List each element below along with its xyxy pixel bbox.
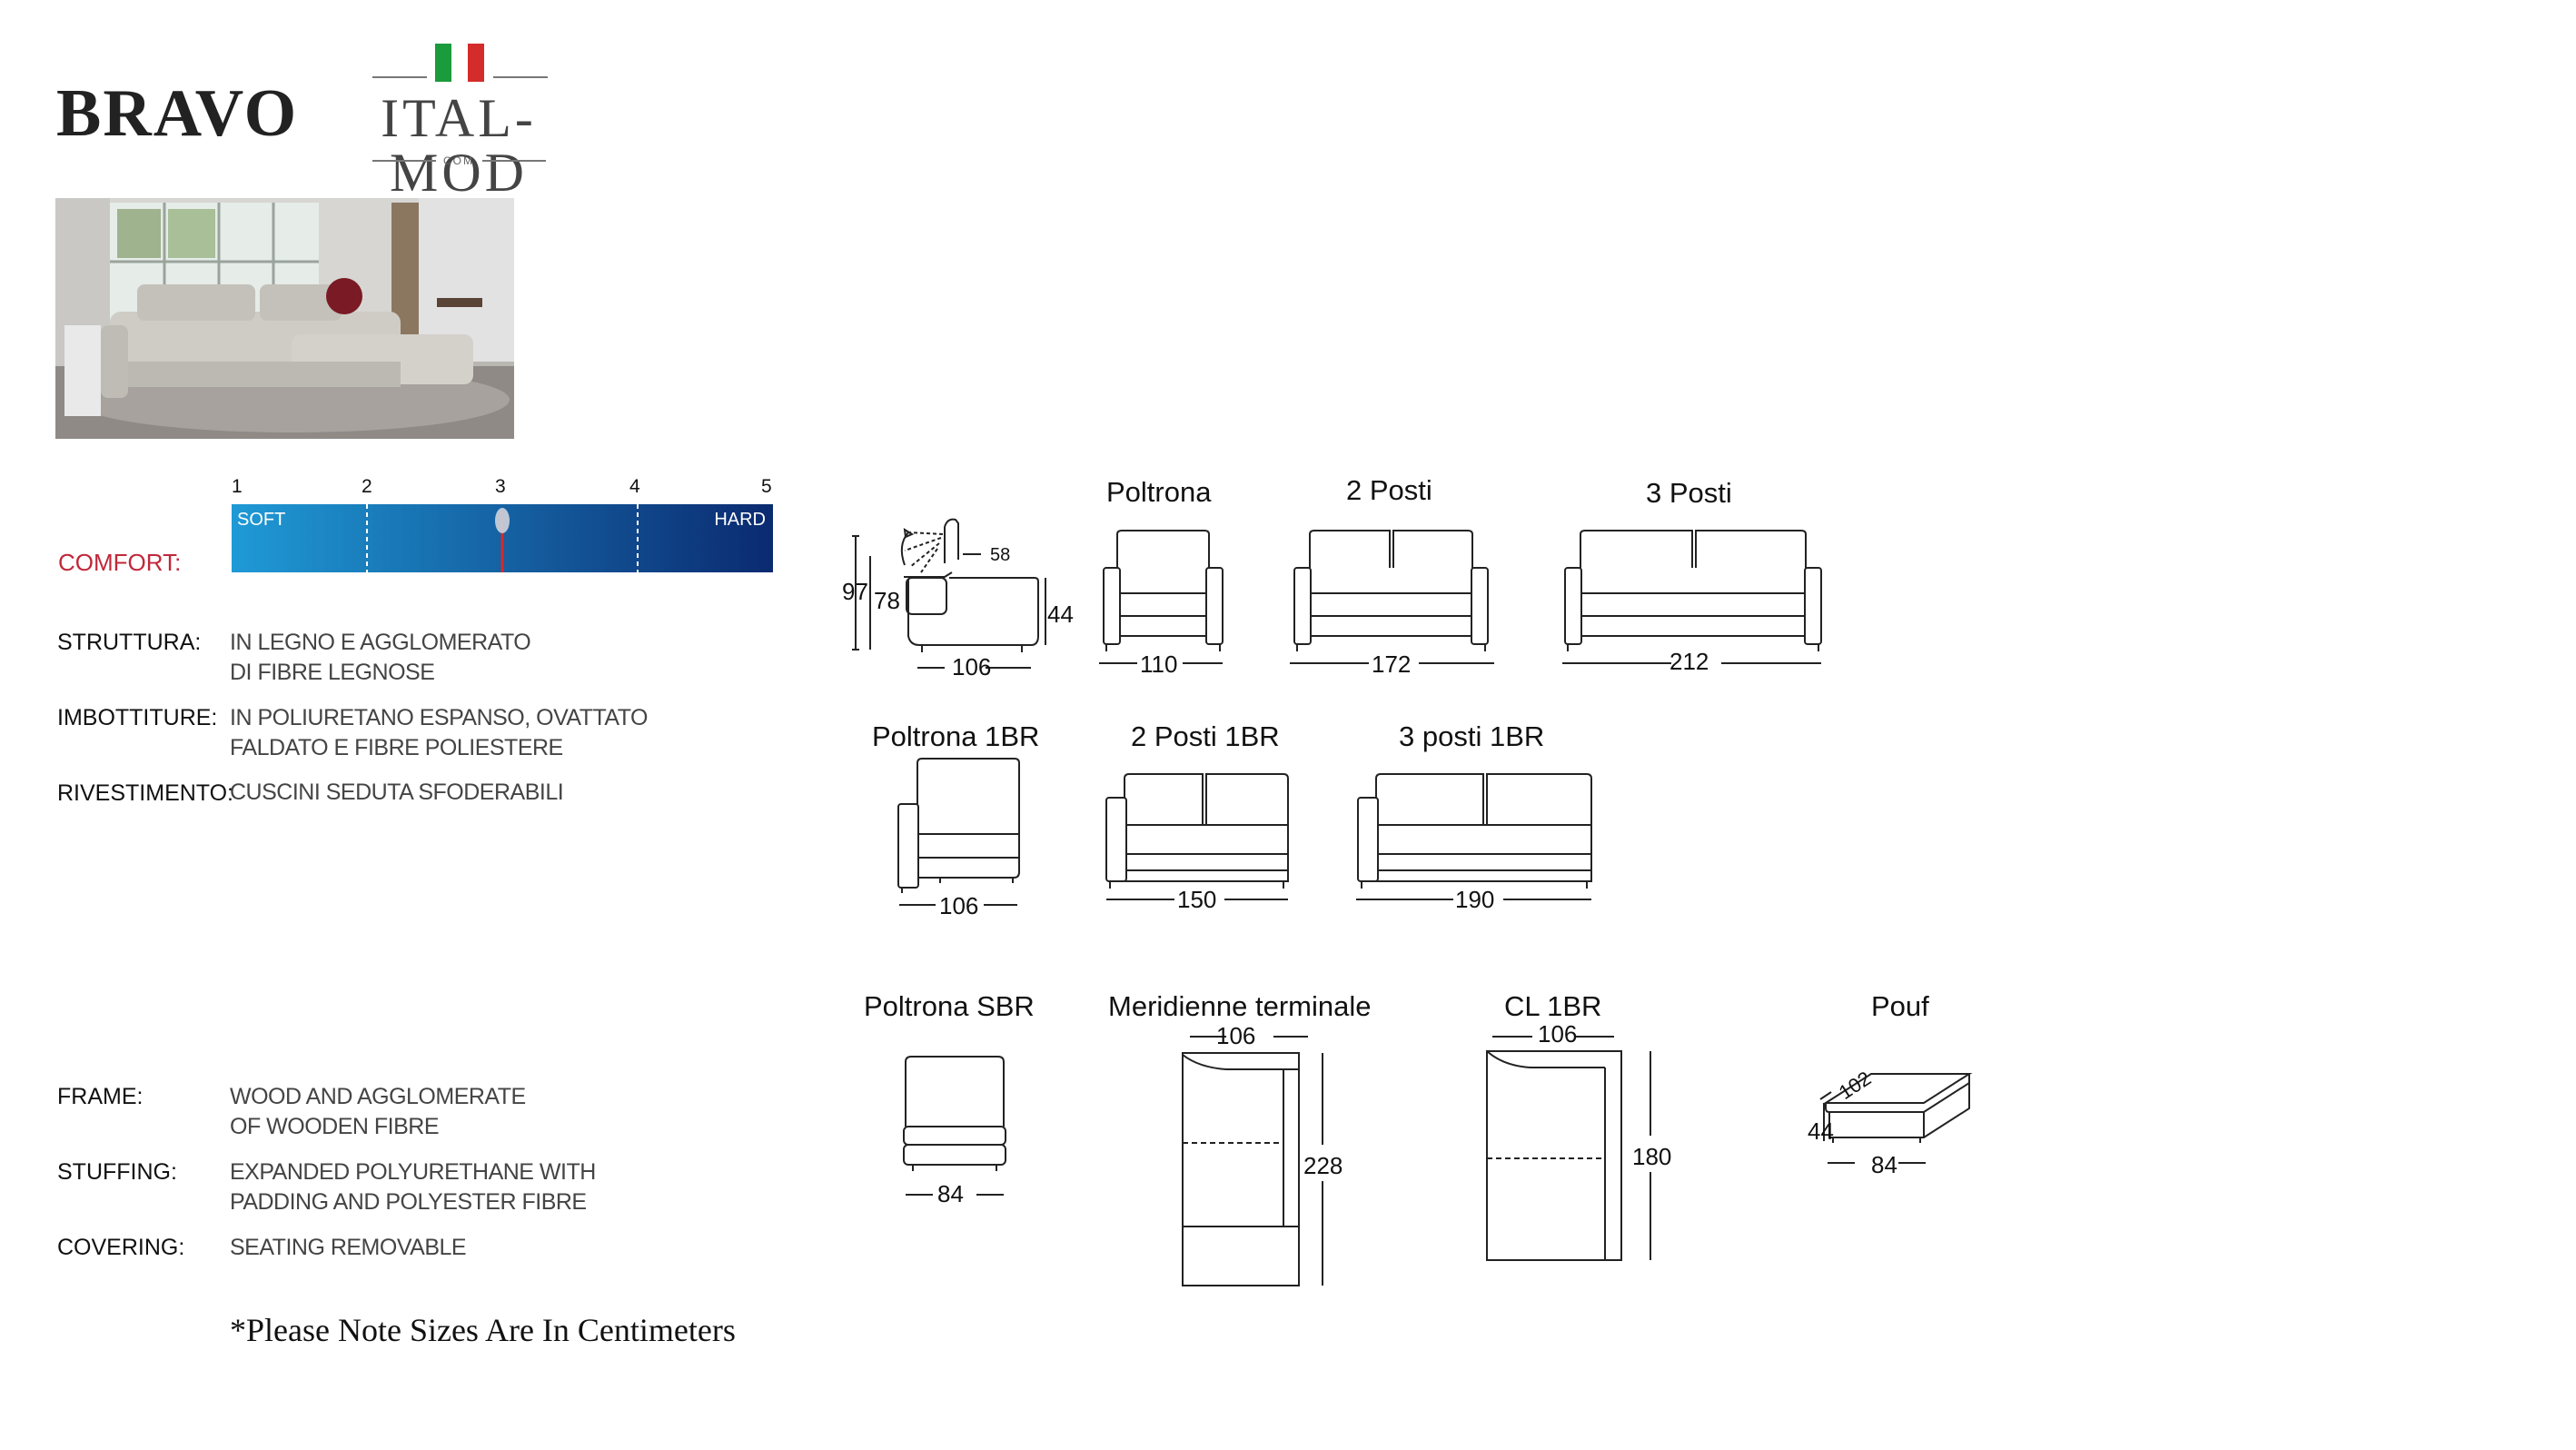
logo-text: ITAL-MOD xyxy=(381,88,537,203)
title-poltrona-sbr: Poltrona SBR xyxy=(864,990,1035,1022)
spec-label-struttura: STRUTTURA: xyxy=(57,630,202,655)
drawing-poltrona xyxy=(1099,530,1224,664)
comfort-scale-number: 2 xyxy=(362,476,372,497)
italian-flag-icon xyxy=(435,44,484,82)
dim-width: 172 xyxy=(1372,651,1412,678)
comfort-soft-label: SOFT xyxy=(237,510,285,530)
title-meridienne: Meridienne terminale xyxy=(1108,990,1372,1022)
comfort-scale-number: 4 xyxy=(629,476,640,497)
comfort-scale-number: 5 xyxy=(761,476,772,497)
dim-seat-height: 44 xyxy=(1047,601,1074,628)
dim-length: 228 xyxy=(1303,1152,1343,1179)
dim-width: 212 xyxy=(1669,648,1709,675)
dim-length: 180 xyxy=(1632,1143,1672,1170)
drawing-2-posti xyxy=(1290,530,1494,664)
spec-label-frame: FRAME: xyxy=(57,1084,144,1109)
dim-height: 44 xyxy=(1808,1117,1834,1145)
comfort-scale-bar: SOFT HARD xyxy=(232,504,773,572)
spec-value: CUSCINI SEDUTA SFODERABILI xyxy=(230,780,564,805)
dim-width: 106 xyxy=(1216,1022,1256,1049)
title-pouf: Pouf xyxy=(1871,990,1929,1022)
title-cl-1br: CL 1BR xyxy=(1504,990,1602,1022)
comfort-scale-number: 3 xyxy=(495,476,506,497)
dim-back-height: 78 xyxy=(874,587,900,614)
spec-value: SEATING REMOVABLE xyxy=(230,1235,467,1260)
comfort-label: COMFORT: xyxy=(58,549,182,576)
drawing-cl-1br xyxy=(1486,1036,1651,1261)
title-poltrona-1br: Poltrona 1BR xyxy=(872,720,1040,752)
comfort-hard-label: HARD xyxy=(714,510,766,530)
spec-label-stuffing: STUFFING: xyxy=(57,1159,177,1185)
title-3-posti-1br: 3 posti 1BR xyxy=(1399,720,1545,752)
comfort-scale-number: 1 xyxy=(232,476,243,497)
spec-label-covering: COVERING: xyxy=(57,1235,185,1260)
size-note: *Please Note Sizes Are In Centimeters xyxy=(230,1312,736,1348)
dim-width: 106 xyxy=(1538,1020,1578,1048)
title-poltrona: Poltrona xyxy=(1106,476,1212,508)
profile-drawing xyxy=(852,518,1046,669)
drawing-meridienne xyxy=(1182,1036,1323,1286)
dim-width: 110 xyxy=(1140,651,1178,678)
title-3-posti: 3 Posti xyxy=(1646,477,1732,509)
comfort-marker xyxy=(495,508,510,572)
brand-logo: ITAL-MOD COM xyxy=(332,44,586,200)
drawing-poltrona-sbr xyxy=(903,1056,1006,1196)
product-photo xyxy=(55,198,514,439)
spec-label-imbottiture: IMBOTTITURE: xyxy=(57,705,218,730)
drawing-3-posti xyxy=(1562,530,1822,664)
dim-width: 106 xyxy=(939,892,979,919)
model-name: BRAVO xyxy=(56,76,299,151)
drawing-2-posti-1br xyxy=(1105,773,1289,900)
drawing-poltrona-1br xyxy=(897,758,1020,906)
spec-label-rivestimento: RIVESTIMENTO: xyxy=(57,780,234,806)
drawing-3-posti-1br xyxy=(1356,773,1592,900)
dim-recline: 58 xyxy=(990,545,1011,565)
dim-width: 190 xyxy=(1455,886,1495,913)
dim-width: 150 xyxy=(1177,886,1217,913)
dim-width: 84 xyxy=(937,1180,964,1207)
logo-subtext: COM xyxy=(443,154,474,167)
dim-width: 84 xyxy=(1871,1151,1897,1178)
dim-height: 97 xyxy=(842,578,868,605)
title-2-posti-1br: 2 Posti 1BR xyxy=(1131,720,1280,752)
dim-depth: 106 xyxy=(952,653,992,680)
drawing-pouf xyxy=(1819,1073,1973,1164)
title-2-posti: 2 Posti xyxy=(1346,474,1432,506)
